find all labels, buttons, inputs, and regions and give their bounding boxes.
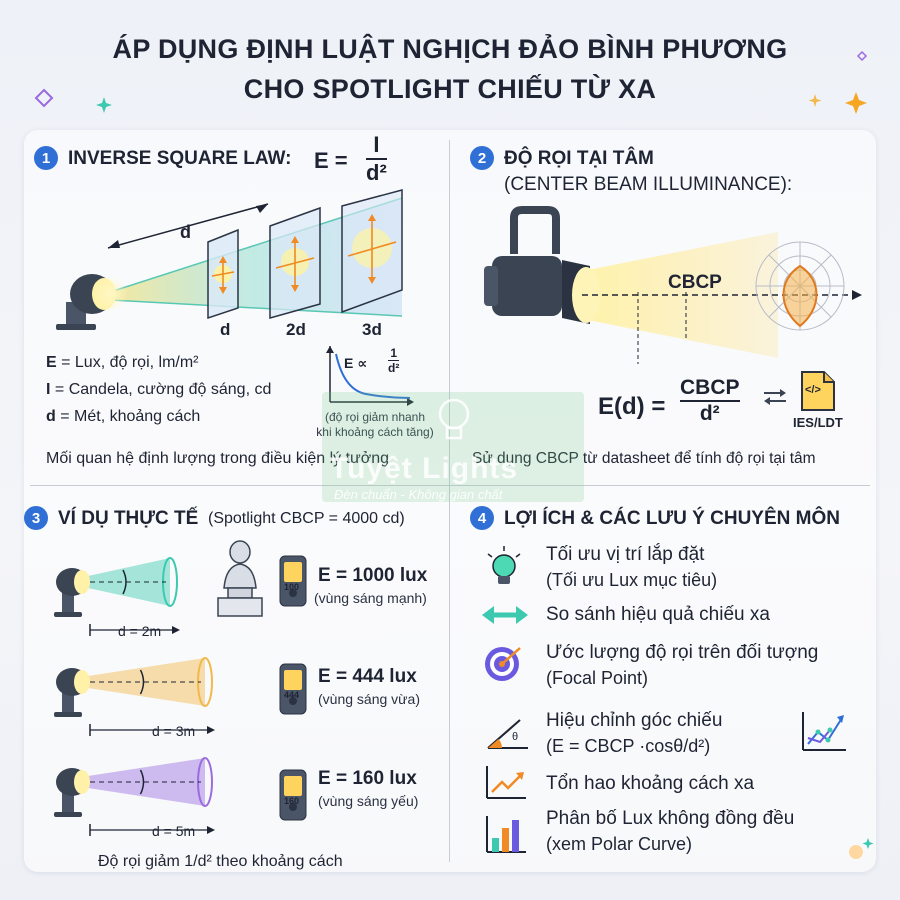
section-3-number: 3 <box>24 506 48 530</box>
distance-arrowhead <box>207 826 215 834</box>
benefit-5-line1: Tổn hao khoảng cách xa <box>546 773 755 794</box>
horizontal-divider <box>30 485 870 486</box>
section-4-number: 4 <box>470 506 494 530</box>
example-1-lux: E = 1000 lux <box>318 565 428 586</box>
benefit-6-line2: (xem Polar Curve) <box>546 834 693 854</box>
beam-angle-mark <box>122 569 127 595</box>
line-trend-icon <box>802 712 846 751</box>
spotlight-base <box>54 812 82 817</box>
spotlight-base <box>54 712 82 717</box>
lux-meter-icon <box>279 663 307 715</box>
vertical-divider <box>449 140 450 862</box>
definition-i: I = Candela, cường độ sáng, cd <box>46 381 272 398</box>
bar-chart-icon <box>486 816 526 853</box>
formula-numerator: I <box>373 132 380 157</box>
page-title-line2: CHO SPOTLIGHT CHIẾU TỪ XA <box>243 74 657 104</box>
beam-angle-mark <box>139 669 145 695</box>
target-icon <box>485 647 521 681</box>
benefit-2-line1: So sánh hiệu quả chiếu xa <box>546 604 770 625</box>
benefit-6-line1: Phân bố Lux không đồng đều <box>546 808 795 829</box>
section-4-title: LỢI ÍCH & CÁC LƯU Ý CHUYÊN MÔN <box>504 508 840 529</box>
benefit-4-line1: Hiệu chỉnh góc chiếu <box>546 710 723 731</box>
statue-bust-icon <box>217 540 263 617</box>
benefit-1-line2: (Tối ưu Lux mục tiêu) <box>546 570 718 590</box>
lightbulb-icon <box>487 546 521 584</box>
distance-label: d <box>180 222 191 242</box>
example-2-note: (vùng sáng vừa) <box>318 691 420 707</box>
cbcp-spotlight-illustration <box>484 206 862 364</box>
example-3-lux: E = 160 lux <box>318 768 417 789</box>
examples-illustration <box>54 557 215 836</box>
spotlight-lens <box>74 670 90 694</box>
lightbulb-watermark-icon <box>438 398 470 440</box>
decay-curve-graph <box>326 346 414 406</box>
example-2-distance: d = 3m <box>152 723 196 739</box>
section-2-formula-lhs: E(d) = <box>598 393 666 420</box>
file-format-label: IES/LDT <box>793 415 843 430</box>
spotlight-lens <box>74 770 90 794</box>
example-1-distance: d = 2m <box>118 623 162 639</box>
benefit-3-line1: Ước lượng độ rọi trên đối tượng <box>546 642 819 663</box>
distance-arrowhead <box>172 626 180 634</box>
graph-note-line1: (độ rọi giảm nhanh <box>324 410 426 424</box>
definition-e: E = Lux, độ rọi, lm/m² <box>46 354 199 371</box>
watermark-text: Tuyệt Lights <box>330 452 519 485</box>
distance-arrowhead <box>207 726 215 734</box>
double-arrow-icon <box>482 606 528 624</box>
trend-icon <box>486 766 526 799</box>
file-code-glyph: </> <box>805 384 821 396</box>
fraction-bar <box>680 400 740 402</box>
graph-fraction: 1 d² <box>388 346 400 375</box>
section-3-subtitle: (Spotlight CBCP = 4000 cd) <box>208 510 405 527</box>
section-2-formula-fraction: CBCP d² <box>680 376 740 426</box>
section-1-title: INVERSE SQUARE LAW: <box>68 148 292 169</box>
meter-reading-1: 100 <box>284 582 300 592</box>
watermark-box <box>322 392 584 502</box>
section-2-caption: Sử dụng CBCP từ datasheet để tính độ rọi… <box>472 450 816 467</box>
meter-reading-2: 444 <box>284 690 300 700</box>
inverse-square-illustration <box>56 189 403 330</box>
sparkle-decor-icon <box>34 50 868 114</box>
formula-numerator: CBCP <box>680 376 740 399</box>
spotlight-base <box>54 612 82 617</box>
example-3-distance: d = 5m <box>152 823 196 839</box>
lux-meter-icon <box>279 769 307 821</box>
graph-label: E ∝ <box>344 355 368 371</box>
definition-d: d = Mét, khoảng cách <box>46 408 201 425</box>
section-2-number: 2 <box>470 146 494 170</box>
benefit-3-line2: (Focal Point) <box>546 668 649 688</box>
swap-arrows-icon <box>764 389 786 405</box>
meter-reading-3: 160 <box>284 796 300 806</box>
section-1-formula-fraction: I d² <box>366 132 387 186</box>
section-2-subtitle: (CENTER BEAM ILLUMINANCE): <box>504 174 793 195</box>
example-3-note: (vùng sáng yếu) <box>318 793 419 809</box>
angle-icon <box>487 719 528 749</box>
spotlight-lens <box>74 570 90 594</box>
watermark-subtext: Đèn chuẩn - Không gian chất <box>334 487 503 502</box>
theta-symbol: θ <box>512 731 519 743</box>
example-2-lux: E = 444 lux <box>318 666 417 687</box>
fraction-bar <box>366 158 387 160</box>
section-3-caption: Độ rọi giảm 1/d² theo khoảng cách <box>98 853 343 870</box>
section-1-caption: Mối quan hệ định lượng trong điều kiện l… <box>46 450 390 467</box>
graph-note-line2: khi khoảng cách tăng) <box>316 425 434 439</box>
benefit-4-line2: (E = CBCP ·cosθ/d²) <box>546 736 711 756</box>
benefit-1-line1: Tối ưu vị trí lắp đặt <box>546 544 705 565</box>
example-1-note: (vùng sáng mạnh) <box>314 590 427 606</box>
plane-label-3: 3d <box>362 320 382 339</box>
page-title-line1: ÁP DỤNG ĐỊNH LUẬT NGHỊCH ĐẢO BÌNH PHƯƠNG <box>112 34 788 64</box>
section-1-formula-lhs: E = <box>314 148 348 173</box>
cbcp-beam-label: CBCP <box>668 272 722 293</box>
plane-label-2: 2d <box>286 320 306 339</box>
section-2-title: ĐỘ RỌI TẠI TÂM <box>504 148 654 169</box>
section-1-number: 1 <box>34 146 58 170</box>
section-3-title: VÍ DỤ THỰC TẾ <box>58 508 199 529</box>
plane-label-1: d <box>220 320 231 339</box>
lux-meter-icon <box>279 555 307 607</box>
file-ies-icon <box>801 371 835 411</box>
sparkle-decor-icon <box>849 838 874 859</box>
formula-denominator: d² <box>366 160 387 185</box>
beam-angle-mark <box>139 769 145 795</box>
formula-denominator: d² <box>699 402 720 425</box>
